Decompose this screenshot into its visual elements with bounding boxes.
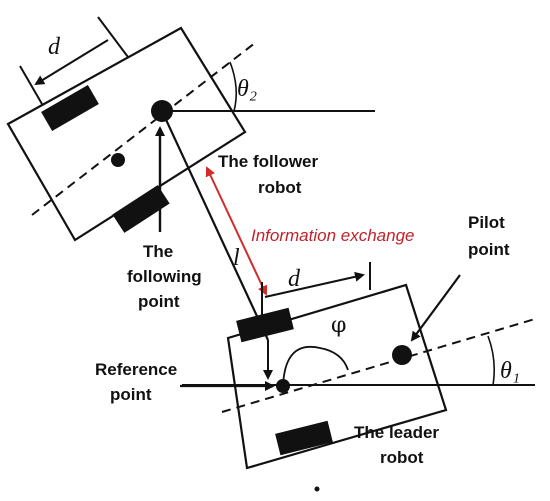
pilot-point-dot <box>392 345 412 365</box>
theta2-arc <box>229 61 238 112</box>
leader-d-dimension-arrow <box>264 271 365 298</box>
following-point-label-line1: The <box>143 242 173 261</box>
reference-point-label-line2: point <box>110 385 152 404</box>
follower-robot-body <box>6 26 247 242</box>
leader-robot-label-line1: The leader <box>354 423 439 442</box>
information-exchange-label: Information exchange <box>251 226 415 245</box>
following-point-label-line3: point <box>138 292 180 311</box>
leader-heading-axis <box>221 318 536 413</box>
follower-center-dot <box>111 153 125 167</box>
follower-heading-axis <box>31 42 256 216</box>
leader-robot-body <box>226 283 448 470</box>
follower-d-label: d <box>48 34 61 60</box>
bottom-dot <box>314 486 320 492</box>
phi-label: φ <box>331 313 346 338</box>
follower-wheel-bottom <box>112 185 170 233</box>
follower-d-tick-left <box>19 65 43 105</box>
follower-robot-label-line2: robot <box>258 178 302 197</box>
follower-wheel-top <box>41 84 99 132</box>
leader-wheel-bottom <box>275 420 333 456</box>
theta1-label: θ₁ <box>500 358 520 384</box>
follower-robot-label-line1: The follower <box>218 152 319 171</box>
leader-robot-label-line2: robot <box>380 448 424 467</box>
information-exchange-arrow <box>205 166 268 296</box>
pilot-point-label-line2: point <box>468 240 510 259</box>
l-label: l <box>233 245 240 271</box>
follower-d-dimension-arrow <box>34 39 109 86</box>
follower-d-tick-right <box>97 16 129 58</box>
following-point-label-line2: following <box>127 267 202 286</box>
reference-point-label-line1: Reference <box>95 360 177 379</box>
leader-wheel-top <box>236 307 294 343</box>
pilot-point-label-line1: Pilot <box>468 213 505 232</box>
leader-d-label: d <box>288 266 301 292</box>
pilot-point-arrow <box>410 274 461 342</box>
theta2-label: θ₂ <box>237 76 257 102</box>
phi-arc <box>282 345 349 387</box>
theta1-arc <box>487 335 495 386</box>
